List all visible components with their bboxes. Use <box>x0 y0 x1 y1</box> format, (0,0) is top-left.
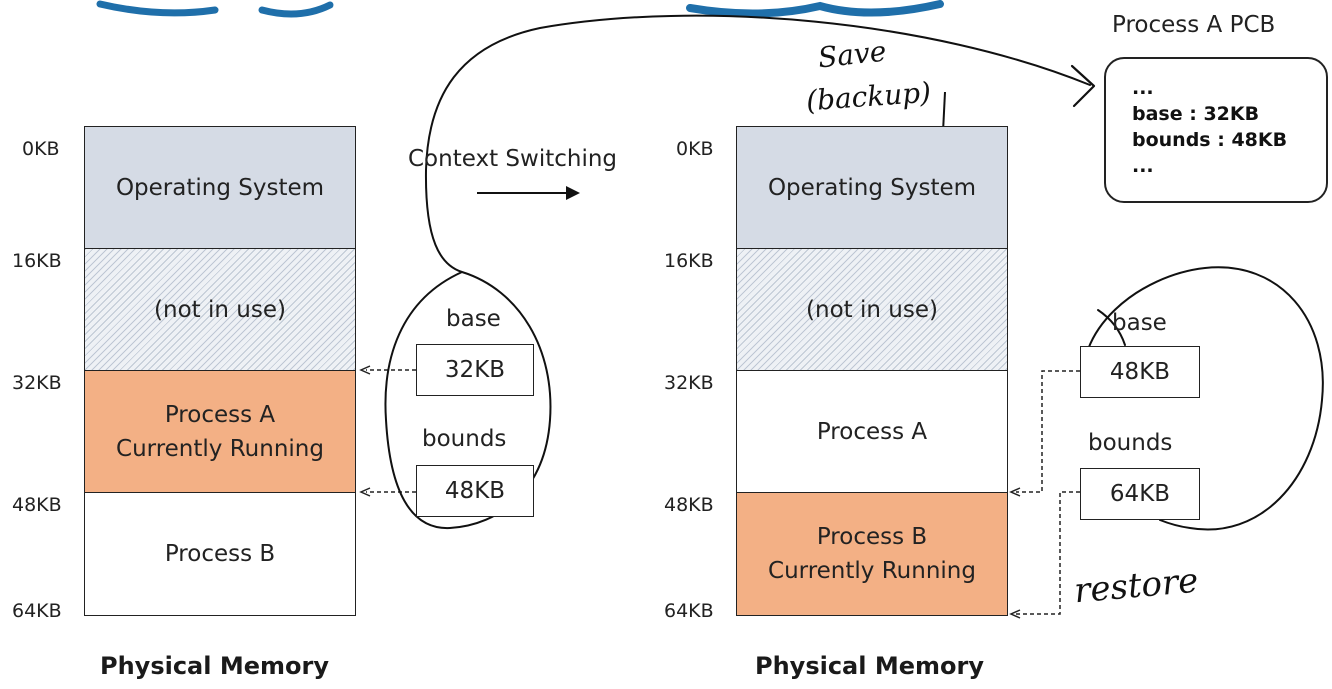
right-address-16kb: 16KB <box>664 250 714 272</box>
left-address-64kb: 64KB <box>12 600 62 622</box>
right-address-0kb: 0KB <box>676 138 714 160</box>
pcb-line: ... <box>1132 77 1154 99</box>
left-bounds-register: 48KB <box>416 465 534 517</box>
left-bounds-pointer-arrow <box>359 487 416 497</box>
restore-annotation-loop <box>1082 266 1324 531</box>
right-base-label: base <box>1112 310 1167 336</box>
context-switch-label: Context Switching <box>408 146 618 172</box>
right-address-48kb: 48KB <box>664 494 714 516</box>
pcb-title: Process A PCB <box>1112 12 1276 38</box>
left-process-a-label: Process A <box>164 402 276 428</box>
right-free-segment: (not in use) <box>736 248 1008 372</box>
right-address-32kb: 32KB <box>664 372 714 394</box>
left-free-label: (not in use) <box>154 297 286 323</box>
right-process-b-label: Process B <box>816 524 928 550</box>
left-process-b-label: Process B <box>164 541 276 567</box>
right-base-pointer-arrow <box>1009 370 1080 497</box>
context-switch-arrow <box>477 186 580 200</box>
right-memory-caption: Physical Memory <box>755 652 984 680</box>
pcb-bounds-line: bounds : 48KB <box>1132 129 1288 151</box>
left-memory-caption: Physical Memory <box>100 652 329 680</box>
right-os-label: Operating System <box>767 175 977 201</box>
left-process-b-segment: Process B <box>84 492 356 616</box>
left-base-register: 32KB <box>416 344 534 396</box>
left-address-0kb: 0KB <box>22 138 60 160</box>
left-base-pointer-arrow <box>359 365 416 375</box>
left-address-32kb: 32KB <box>12 372 62 394</box>
save-annotation-loop <box>384 14 1096 530</box>
right-process-a-label: Process A <box>816 419 928 445</box>
right-os-segment: Operating System <box>736 126 1008 250</box>
pcb-box: ... base : 32KB bounds : 48KB ... <box>1104 57 1328 203</box>
left-base-label: base <box>446 306 501 332</box>
right-bounds-register: 64KB <box>1080 468 1200 520</box>
right-bounds-pointer-arrow <box>1009 491 1080 619</box>
left-address-48kb: 48KB <box>12 494 62 516</box>
left-os-label: Operating System <box>115 175 325 201</box>
right-process-b-status: Currently Running <box>768 558 976 584</box>
right-free-label: (not in use) <box>806 297 938 323</box>
pcb-line: ... <box>1132 155 1154 177</box>
decorative-brush-stroke <box>96 0 944 18</box>
left-os-segment: Operating System <box>84 126 356 250</box>
left-address-16kb: 16KB <box>12 250 62 272</box>
left-process-a-status: Currently Running <box>116 436 324 462</box>
right-process-a-segment: Process A <box>736 370 1008 494</box>
left-process-a-segment: Process A Currently Running <box>84 370 356 494</box>
left-bounds-label: bounds <box>422 426 507 452</box>
right-address-64kb: 64KB <box>664 600 714 622</box>
right-bounds-label: bounds <box>1088 430 1173 456</box>
right-base-register: 48KB <box>1080 346 1200 398</box>
pcb-base-line: base : 32KB <box>1132 103 1260 125</box>
right-process-b-segment: Process B Currently Running <box>736 492 1008 616</box>
left-free-segment: (not in use) <box>84 248 356 372</box>
